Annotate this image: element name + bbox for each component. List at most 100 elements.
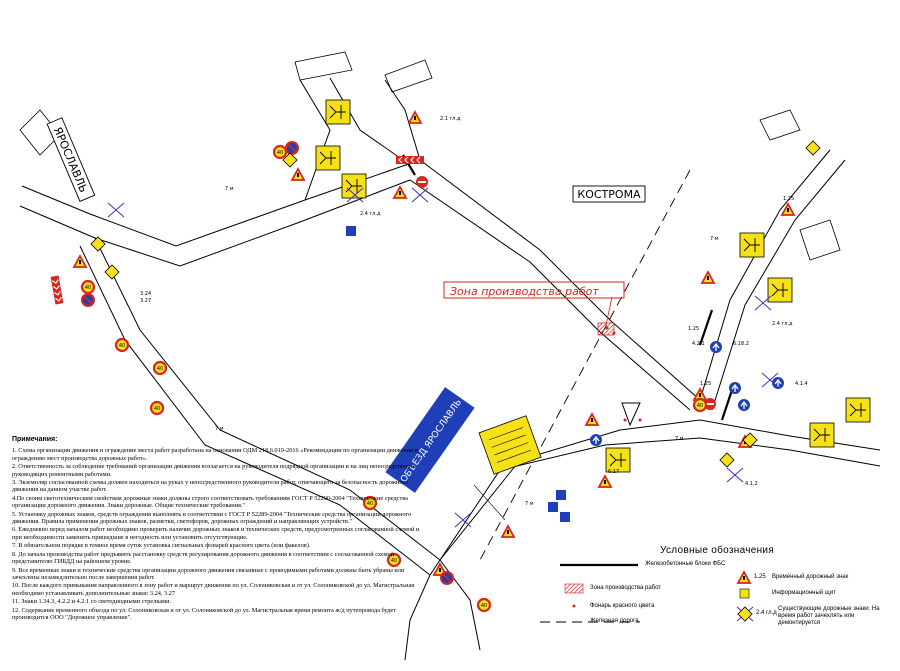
speed-limit-icon [152,360,168,376]
code-label: 4.1.2 [745,481,758,487]
code-label: 7 м [225,186,234,192]
work-zone-label-box: Зона производства работ [443,281,625,299]
mandatory-signs [346,226,785,522]
road-left-edge-a [94,237,441,561]
note-item: 5. Установку дорожных знаков, средств ог… [12,510,412,526]
crossed-sign-icon [754,295,772,311]
code-label: 6.18.2 [733,341,749,347]
code-label: 7 м [675,436,684,442]
main-road-icon [805,140,821,156]
note-item: 11. Знаки 1.34.3, 4.2.2 и 4.2.1 со свето… [12,598,172,606]
speed-limit-icon [476,597,492,613]
chevron-icon [395,155,425,165]
code-label: 1.25 [688,326,699,332]
sign-code-labels: 1.25 4.2.1 6.18.2 6.17 3.27 3.24 4.1.2 4… [140,116,808,507]
info-square-icon [560,512,570,522]
info-square-icon [548,502,558,512]
legend-temp-sign-label: Временный дорожный знак [772,574,849,580]
direction-arrow-icon [589,433,603,447]
work-zone-label: Зона производства работ [450,285,599,298]
city-label-yaroslavl-box: ЯРОСЛАВЛЬ [46,117,96,202]
note-item: 12. Содержание временного объезда по ул.… [12,606,396,621]
legend-lamp-symbol [572,604,576,608]
code-label: 2.1 гл.д [440,116,461,122]
code-label: 3.27 [140,298,151,304]
red-lamps [406,158,642,422]
road-bottom-edge-b [429,437,881,576]
warning-triangle-icon [291,168,305,181]
note-item: 10. После каждого примыкания направленно… [12,582,415,597]
note-item: 3. Экземпляр согласованной схемы должен … [12,479,409,494]
city-label-kostroma: КОСТРОМА [577,188,641,201]
code-label: 1.25 [700,381,711,387]
legend-rail-label: Железная дорога [590,618,639,624]
warning-triangle-icon [393,186,407,199]
road-main-edge-b [19,179,411,267]
legend-temp-code: 1.25 [754,574,766,580]
code-label: 7 м [525,501,534,507]
legend-info-board-label: Информационный щит [772,590,836,596]
road-bottom-edge-a [439,419,881,561]
legend-existing-sign-label: Существующие дорожные знаки. На время ра… [778,606,880,626]
road-diagonal-edge-b [409,179,691,411]
road-work-icon [739,232,765,258]
road-work-icon [809,422,835,448]
code-label: 4.1.4 [795,381,808,387]
no-stopping-icon [285,141,299,155]
code-label: 3.24 [140,291,151,297]
legend-existing-code: 2.4 гл.д [756,610,777,616]
legend-title: Условные обозначения [660,545,775,556]
note-item: 2. Ответственность за соблюдение требова… [12,463,416,478]
legend-info-board-icon [739,588,750,599]
code-label: 7 м [710,236,719,242]
direction-arrow-icon [709,340,723,354]
road-right-edge-a [699,149,831,401]
no-stopping-icon [81,293,95,307]
code-label: 1.25 [783,196,794,202]
main-road-icon [719,452,735,468]
info-square-icon [346,226,356,236]
railway [479,169,691,561]
crossed-sign-icon [411,187,429,203]
notes-block: Примечания: 1. Схема организации движени… [12,436,422,622]
road-work-icon [325,99,351,125]
barrier-wedge [621,402,641,427]
main-road-icon [90,236,106,252]
code-label: 7 м [215,426,224,432]
note-item: 4.По своим светотехническим свойствам до… [12,494,408,510]
direction-arrow-icon [737,398,751,412]
road-work-icon [767,277,793,303]
note-item: 7. В обязательном порядке в темное время… [12,542,311,550]
chevron-icon [50,274,64,306]
info-board-yellow [478,415,542,475]
note-item: 8. До начала производства работ предъяви… [12,550,395,566]
warning-triangle-icon [701,271,715,284]
crossed-sign-icon [107,202,125,218]
warning-triangle-icon [408,111,422,124]
legend-zone-symbol [564,583,584,594]
legend-lamp-label: Фонарь красного цвета [590,603,655,609]
legend-zone-label: Зона производства работ [590,585,662,591]
main-road-icon [104,264,120,280]
legend-symbols [540,563,754,623]
speed-limit-icon [114,337,130,353]
note-item: 9. Все временные знаки и технические сре… [12,566,405,581]
warning-triangle-icon [585,413,599,426]
no-stopping-icon [440,571,454,585]
warning-triangle-icon [73,255,87,268]
road-left-edge-b [79,245,431,576]
direction-arrow-icon [728,381,742,395]
legend-temp-sign-icon [737,571,751,584]
city-label-kostroma-box: КОСТРОМА [572,185,646,203]
crossed-sign-icon [726,467,744,483]
buildings [19,51,841,261]
speed-limit-icon [272,144,288,160]
code-label: 2.4 гл.д [360,211,381,217]
no-entry-icon [416,176,428,188]
notes-title: Примечания: [12,436,58,443]
city-label-yaroslavl: ЯРОСЛАВЛЬ [51,125,90,194]
warning-triangle-icon [598,475,612,488]
legend-barrier-label: Железобетонные блоки ФБС [645,561,726,567]
road-right-edge-b [711,159,846,411]
